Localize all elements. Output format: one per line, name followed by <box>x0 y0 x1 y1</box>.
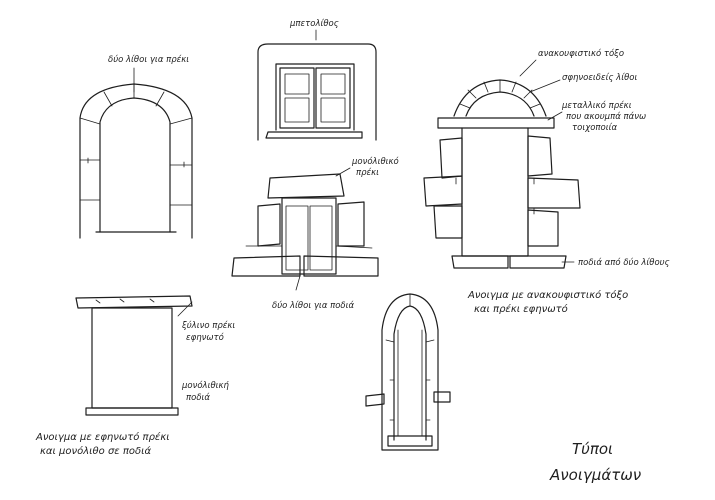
relief-beam-label-1: μεταλλικό πρέκι <box>561 100 632 111</box>
relief-sill-label: ποδιά από δύο λίθους <box>578 257 670 268</box>
relief-arch-door-sketch: ανακουφιστικό τόξο σφηνοειδείς λίθοι μετ… <box>423 48 670 315</box>
wood-lintel-opening-sketch: ξύλινο πρέκι εφηνωτό μονόλιθική ποδιά Αν… <box>35 295 235 457</box>
title-line-2: Ανοιγμάτων <box>549 466 641 484</box>
title-line-1: Τύποι <box>572 440 613 458</box>
relief-caption-2: και πρέκι εφηνωτό <box>474 303 568 315</box>
stone-door-lintel-label-2: πρέκι <box>356 167 379 178</box>
relief-arch-label: ανακουφιστικό τόξο <box>538 48 624 59</box>
arch-door-sketch: δύο λίθοι για πρέκι <box>79 54 193 239</box>
wood-lintel-label-1: ξύλινο πρέκι <box>181 320 235 331</box>
wood-caption-2: και μονόλιθο σε ποδιά <box>40 445 152 457</box>
wood-sill-label-2: ποδιά <box>186 393 210 403</box>
arch-door-label: δύο λίθοι για πρέκι <box>108 54 189 65</box>
wood-caption-1: Ανοιγμα με εφηνωτό πρέκι <box>35 431 170 443</box>
window-sketch: μπετολίθος <box>257 19 377 141</box>
wood-sill-label-1: μονόλιθική <box>181 380 230 391</box>
wood-lintel-label-2: εφηνωτό <box>186 332 224 343</box>
stone-door-sill-label: δύο λίθοι για ποδιά <box>272 301 355 311</box>
window-label: μπετολίθος <box>289 19 339 29</box>
relief-caption-1: Ανοιγμα με ανακουφιστικό τόξο <box>467 289 628 301</box>
stone-door-lintel-label-1: μονόλιθικό <box>351 156 399 167</box>
relief-beam-label-2: που ακουμπά πάνω <box>566 112 646 122</box>
sheet-title: Τύποι Ανοιγμάτων <box>549 440 641 484</box>
tall-arched-window-sketch <box>365 293 451 451</box>
stone-door-sketch: μονόλιθικό πρέκι δύο λίθοι για ποδιά <box>231 156 399 311</box>
relief-stones-label: σφηνοειδείς λίθοι <box>562 73 637 83</box>
relief-beam-label-3: τοιχοποιία <box>572 123 617 133</box>
